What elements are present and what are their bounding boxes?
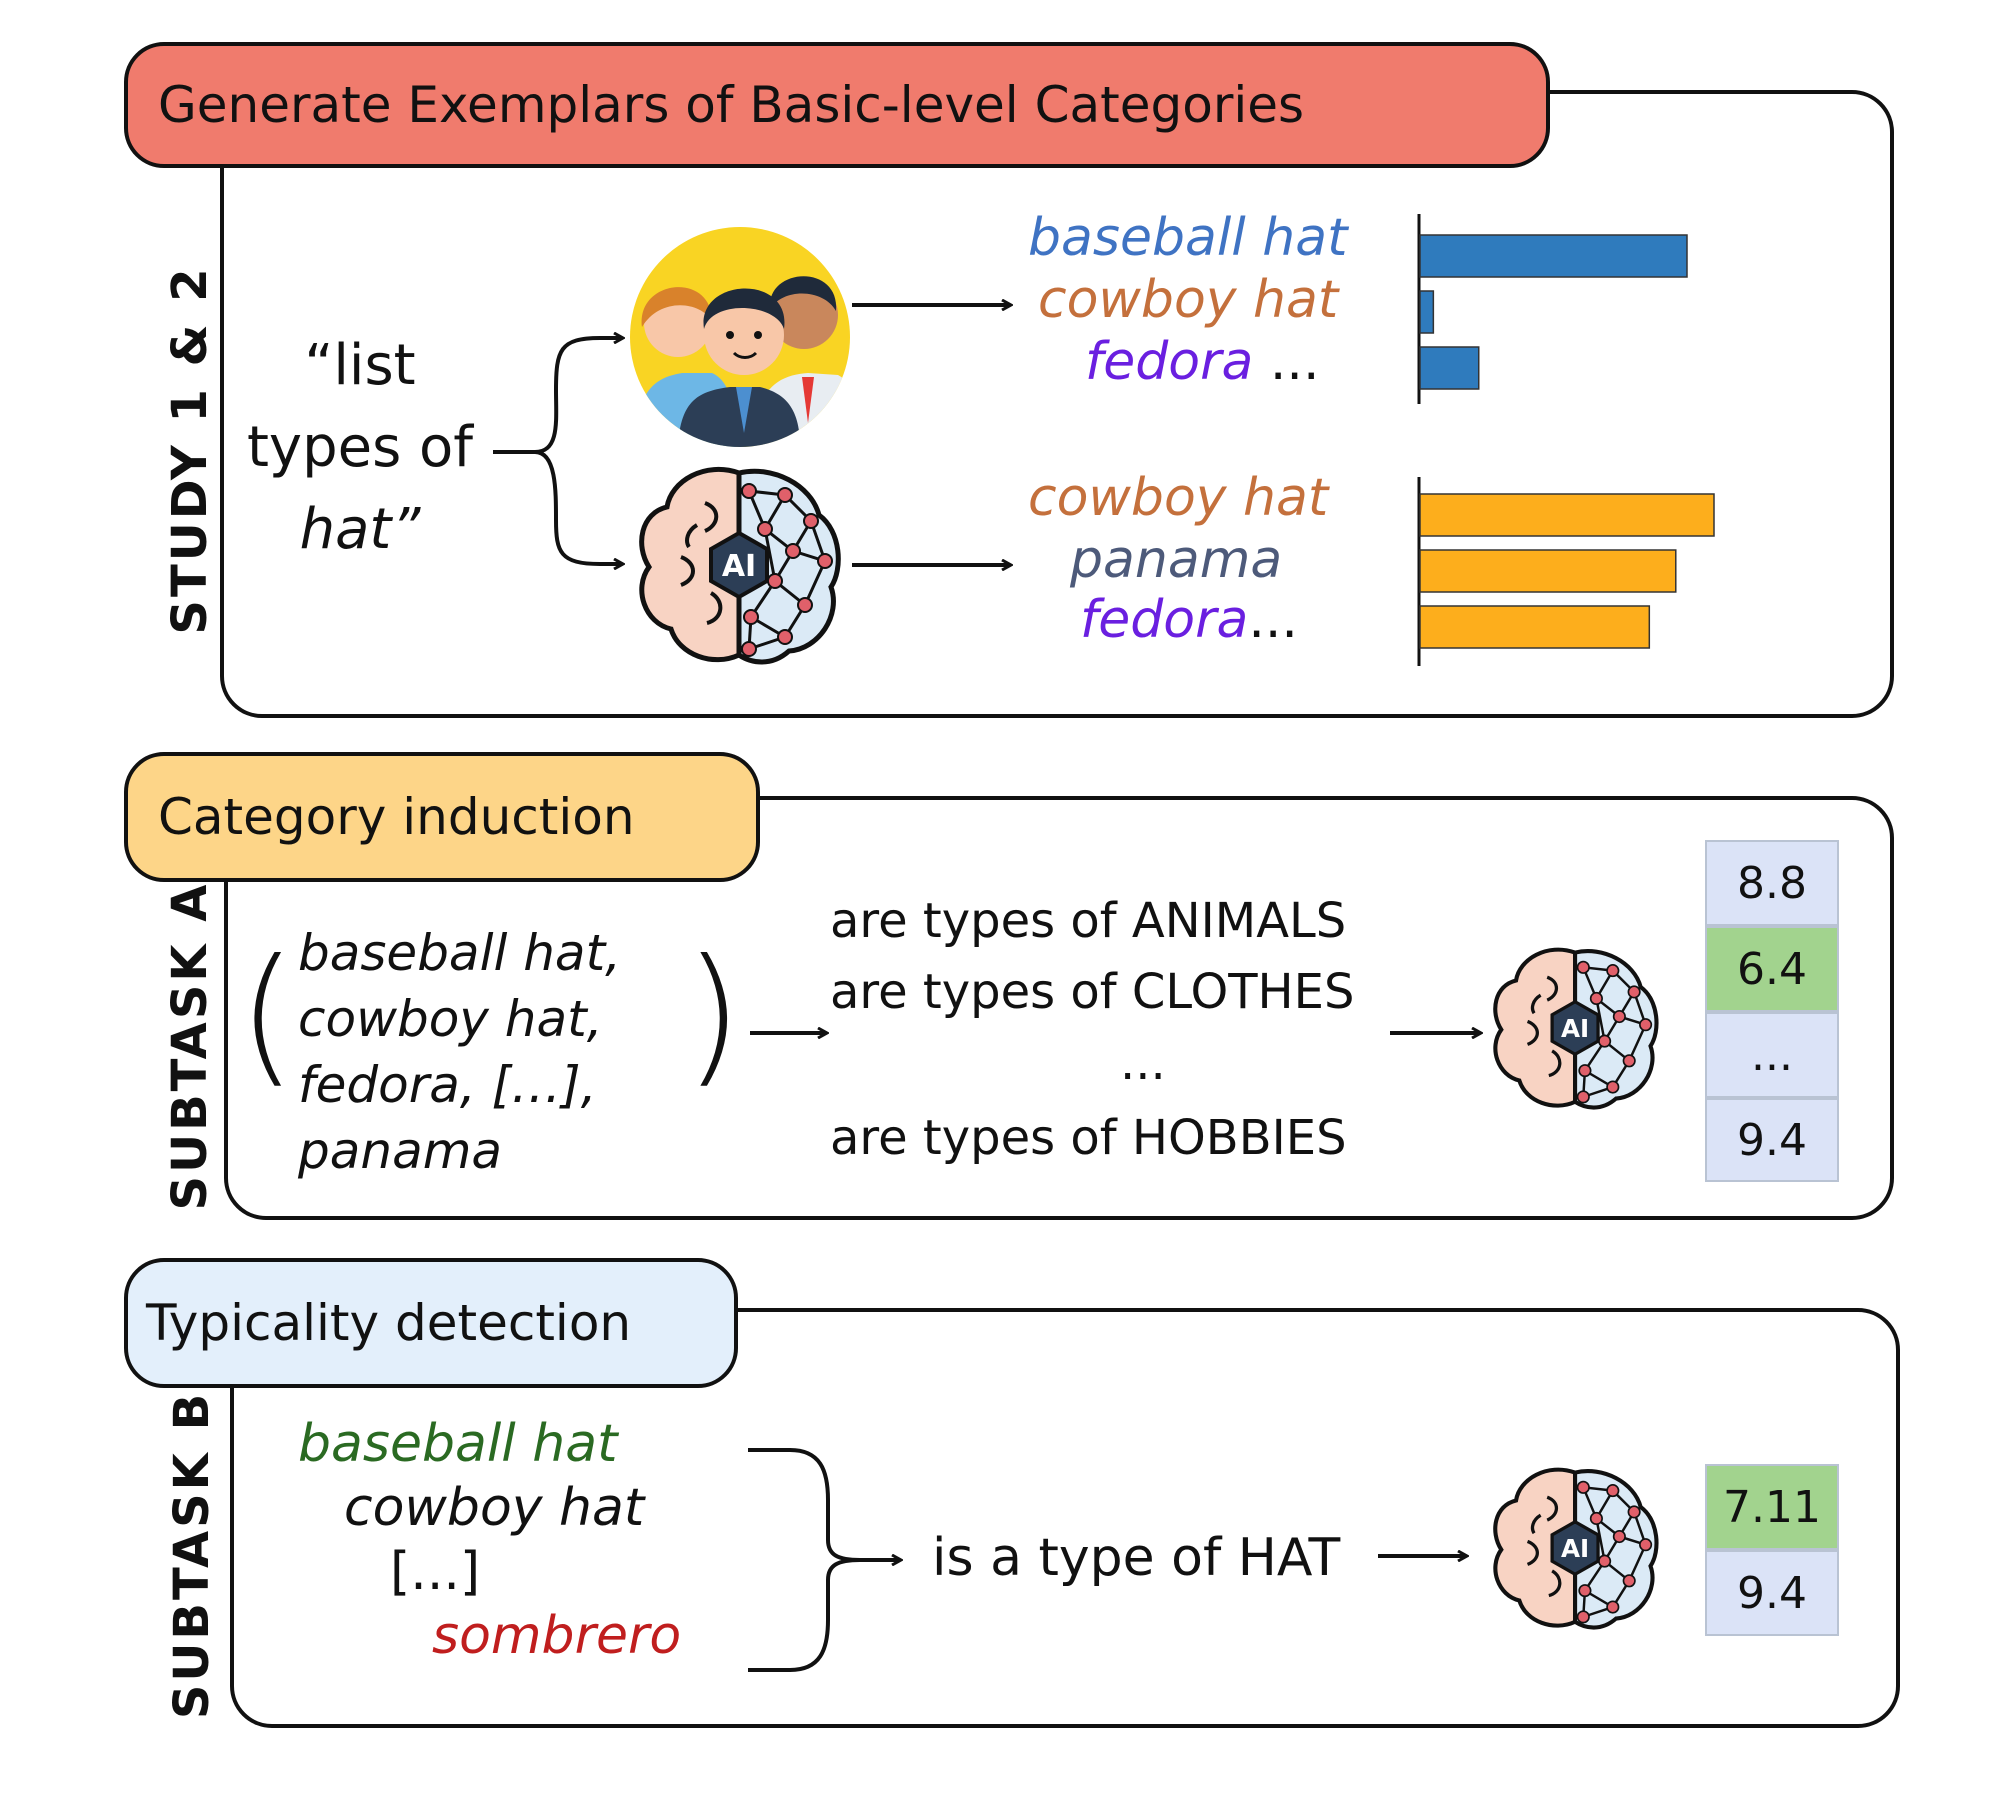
subtask-a-items: baseball hat, cowboy hat, fedora, […], p…	[298, 920, 621, 1184]
ai-bars	[1419, 493, 1715, 649]
prompt-line-3: hat”	[299, 497, 421, 562]
human-bar-1	[1419, 234, 1688, 278]
human-bar-2	[1419, 290, 1435, 334]
subtask-b-title-tab: Typicality detection	[124, 1258, 738, 1388]
subtask-a-title-tab: Category induction	[124, 752, 760, 882]
human-word-2: cowboy hat	[1038, 270, 1339, 330]
branch-connector-top	[493, 338, 622, 454]
human-bar-3	[1419, 346, 1480, 390]
subtask-b-score-1: 7.11	[1705, 1464, 1839, 1550]
ai-bar-3	[1419, 605, 1651, 649]
ai-word-tail: ...	[1248, 590, 1298, 650]
subtask-b-item-1: baseball hat	[298, 1414, 618, 1474]
study-title: Generate Exemplars of Basic-level Catego…	[158, 76, 1305, 134]
human-word-3-row: fedora ...	[1085, 332, 1320, 392]
ai-brain-icon	[1495, 1470, 1656, 1628]
subtask-a-score-2: 6.4	[1705, 926, 1839, 1012]
branch-connector-bottom	[534, 450, 622, 564]
close-paren: )	[684, 928, 743, 1102]
ai-word-2: panama	[1070, 530, 1283, 590]
subtask-a-score-4: 9.4	[1705, 1098, 1839, 1182]
subtask-a-score-1: 8.8	[1705, 840, 1839, 926]
subtask-a-phrase-4: are types of HOBBIES	[830, 1110, 1347, 1166]
subtask-b-item-2: cowboy hat	[344, 1478, 645, 1538]
open-paren: (	[238, 928, 297, 1102]
human-bars	[1419, 234, 1688, 390]
prompt-line-2: types of	[246, 415, 474, 480]
subtask-a-item-1: baseball hat,	[298, 924, 622, 982]
subtask-a-title: Category induction	[158, 788, 635, 846]
subtask-a-score-3: ...	[1705, 1012, 1839, 1098]
human-word-tail: ...	[1253, 332, 1320, 392]
subtask-a-phrase-2: are types of CLOTHES	[830, 964, 1355, 1020]
subtask-a-phrase-1: are types of ANIMALS	[830, 893, 1347, 949]
ai-word-3: fedora	[1080, 590, 1249, 650]
ai-word-3-row: fedora...	[1080, 590, 1298, 650]
subtask-b-phrase: is a type of HAT	[932, 1528, 1341, 1588]
study-title-tab: Generate Exemplars of Basic-level Catego…	[124, 42, 1550, 168]
ai-bar-2	[1419, 549, 1677, 593]
subtask-b-item-3: [...]	[390, 1542, 481, 1602]
brace-connector-bottom	[748, 1558, 861, 1672]
subtask-b-title: Typicality detection	[146, 1294, 632, 1352]
human-word-1: baseball hat	[1028, 208, 1348, 268]
brace-connector-top	[748, 1448, 900, 1560]
prompt-text: “list types of hat”	[230, 325, 490, 571]
subtask-a-item-4: panama	[298, 1122, 503, 1180]
ai-word-1: cowboy hat	[1028, 468, 1329, 528]
subtask-b-item-4: sombrero	[432, 1606, 682, 1666]
ai-bar-1	[1419, 493, 1715, 537]
subtask-a-item-3: fedora, […],	[298, 1056, 597, 1114]
group-of-people-icon	[630, 227, 850, 447]
prompt-line-1: “list	[304, 333, 416, 398]
subtask-a-phrase-3: ...	[1120, 1035, 1166, 1091]
subtask-a-item-2: cowboy hat,	[298, 990, 603, 1048]
human-word-3: fedora	[1085, 332, 1254, 392]
subtask-b-score-2: 9.4	[1705, 1550, 1839, 1636]
